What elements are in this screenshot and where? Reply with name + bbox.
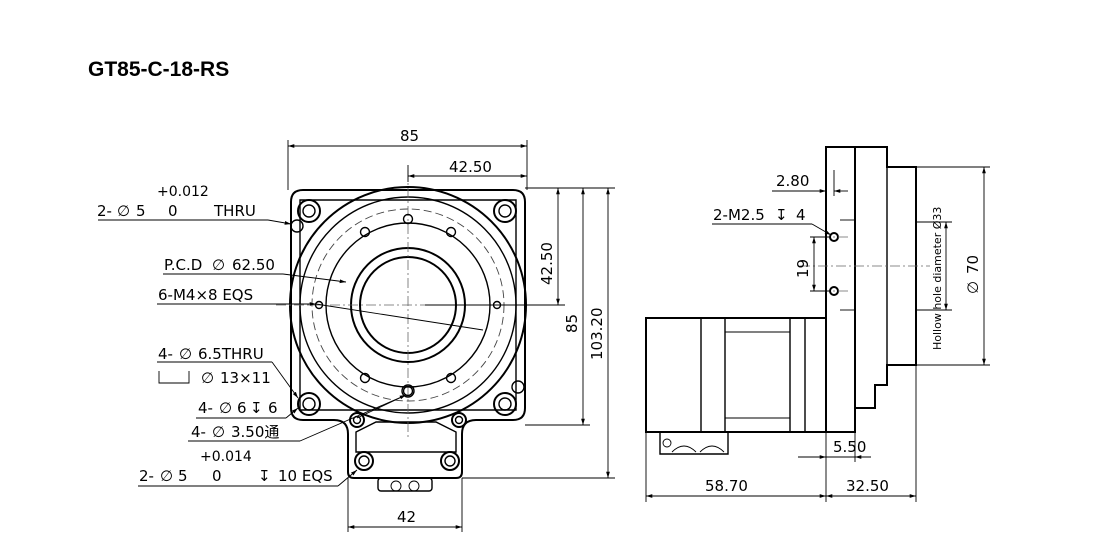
dim-motor-length: 58.70 (705, 477, 748, 495)
tapped-label: 6-M4×8 EQS (158, 286, 253, 304)
front-view: 85 42.50 42.50 85 103.20 42 (97, 127, 615, 532)
output-body (854, 146, 917, 409)
svg-text:+0.014: +0.014 (200, 449, 252, 465)
svg-text:5: 5 (178, 467, 188, 485)
pin-hole-label: +0.014 2- ∅ 5 0 ↧ 10 EQS (139, 449, 333, 485)
dim-half-height: 42.50 (538, 242, 556, 285)
key-hole-right (408, 480, 420, 492)
svg-text:4-: 4- (158, 345, 173, 363)
dim-height: 85 (563, 314, 581, 333)
svg-text:↧: ↧ (258, 467, 271, 485)
svg-text:∅: ∅ (219, 399, 232, 417)
svg-text:∅: ∅ (964, 281, 982, 294)
svg-text:2-: 2- (97, 202, 112, 220)
pin-holes (349, 412, 467, 471)
svg-text:+0.012: +0.012 (157, 184, 209, 200)
svg-text:13×11: 13×11 (220, 369, 271, 387)
svg-text:↧: ↧ (775, 206, 788, 224)
dim-offset: 2.80 (776, 172, 809, 190)
svg-text:∅: ∅ (201, 369, 214, 387)
leaders (98, 219, 484, 487)
lower-pocket (355, 421, 457, 453)
svg-text:5: 5 (136, 202, 146, 220)
motor-connector (659, 432, 729, 455)
hollow-label: Hollow hole diameter Ø33 (931, 207, 944, 350)
side-view: 2.80 2-M2.5 ↧ 4 19 Hollow hole diameter … (645, 146, 990, 502)
svg-text:↧: ↧ (250, 399, 263, 417)
corner-holes (297, 199, 517, 416)
bottom-tapped-hole (401, 384, 415, 398)
svg-text:62.50: 62.50 (232, 256, 275, 274)
svg-text:∅: ∅ (212, 423, 225, 441)
outer-dia-label: ∅ 70 (964, 255, 982, 294)
svg-text:6.5THRU: 6.5THRU (198, 345, 264, 363)
svg-text:70: 70 (964, 255, 982, 274)
bottom-key (377, 477, 433, 492)
svg-text:3.50通: 3.50通 (231, 423, 279, 441)
svg-text:∅: ∅ (179, 345, 192, 363)
housing-outline (290, 189, 526, 479)
thru-hole-label: +0.012 2- ∅ 5 0 THRU (97, 184, 256, 220)
side-tapped-label: 2-M2.5 ↧ 4 (713, 206, 806, 224)
svg-text:6: 6 (268, 399, 278, 417)
dim-spacing: 19 (794, 259, 812, 278)
page-title: GT85-C-18-RS (88, 58, 229, 81)
small-hole-label: 4- ∅ 3.50通 (191, 423, 279, 441)
counterbore-label: ∅ 13×11 (158, 369, 271, 387)
svg-text:THRU: THRU (213, 202, 256, 220)
svg-text:0: 0 (212, 467, 222, 485)
svg-text:P.C.D: P.C.D (164, 256, 202, 274)
svg-text:4: 4 (796, 206, 806, 224)
dim-body-length: 32.50 (846, 477, 889, 495)
motor-body (645, 317, 827, 433)
svg-text:4-: 4- (191, 423, 206, 441)
dim-bottom-width: 42 (397, 508, 416, 526)
svg-text:2-: 2- (139, 467, 154, 485)
key-hole-left (390, 480, 402, 492)
small-corner-holes (290, 219, 525, 394)
dim-width: 85 (400, 127, 419, 145)
svg-text:10 EQS: 10 EQS (278, 467, 333, 485)
mount-hole-label: 4- ∅ 6.5THRU (158, 345, 264, 363)
cb-hole-label: 4- ∅ 6 ↧ 6 (198, 399, 278, 417)
dim-half-width: 42.50 (449, 158, 492, 176)
dim-step: 5.50 (833, 438, 866, 456)
svg-text:∅: ∅ (160, 467, 173, 485)
svg-text:2-M2.5: 2-M2.5 (713, 206, 765, 224)
svg-text:6: 6 (237, 399, 247, 417)
svg-text:0: 0 (168, 202, 178, 220)
dim-total-height: 103.20 (588, 308, 606, 361)
flange-square (299, 199, 517, 411)
svg-text:∅: ∅ (212, 256, 225, 274)
svg-text:4-: 4- (198, 399, 213, 417)
pcd-label: P.C.D ∅ 62.50 (164, 256, 275, 274)
svg-text:∅: ∅ (117, 202, 130, 220)
